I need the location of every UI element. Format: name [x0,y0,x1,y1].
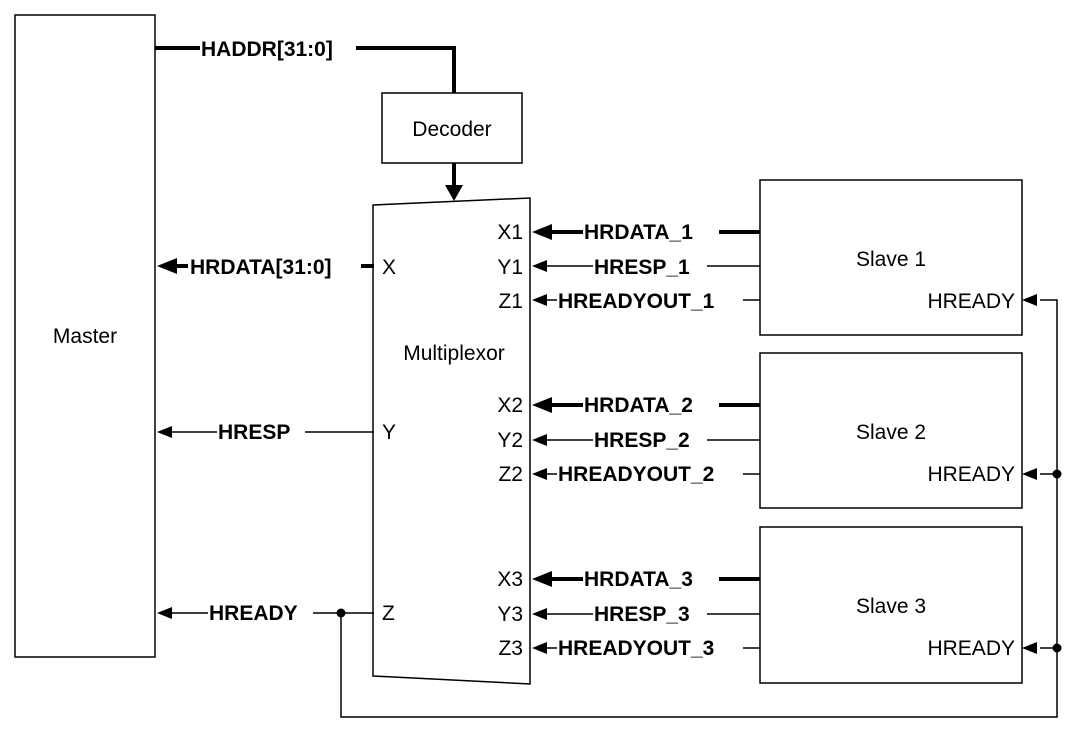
slave3-hreadyout-wire [532,642,760,654]
slave1-hresp-wire [532,260,760,272]
decoder-block [381,92,523,164]
slave2-label: Slave 2 [856,421,926,444]
slave1-hresp-label: HRESP_1 [594,256,690,279]
slave2-hready-port: HREADY [927,463,1015,486]
junction-dot [336,608,346,618]
haddr-label: HADDR[31:0] [201,38,333,61]
mux-port-z1: Z1 [498,290,523,313]
slave2-hresp-wire [532,434,760,446]
slave2-hrdata-wire [532,397,760,413]
slave3-hreadyout-label: HREADYOUT_3 [558,637,714,660]
hready-feedback-loop [336,294,1062,718]
slave3-label: Slave 3 [856,595,926,618]
slave1-hrdata-label: HRDATA_1 [584,221,693,244]
slave1-block [759,179,1023,336]
slave1-hrdata-wire [532,224,760,240]
mux-port-z: Z [382,602,395,625]
mux-port-y: Y [382,421,396,444]
mux-port-x: X [382,256,396,279]
mux-port-z3: Z3 [498,637,523,660]
decoder-select-wire [445,163,463,201]
mux-port-x2: X2 [497,394,523,417]
hresp-label: HRESP [218,421,290,444]
mux-port-y3: Y3 [497,603,523,626]
junction-dot [1052,469,1062,479]
slave1-hreadyout-wire [532,294,760,306]
slave3-block [759,526,1023,684]
slave2-hresp-label: HRESP_2 [594,429,690,452]
mux-port-x3: X3 [497,568,523,591]
slave1-hreadyout-label: HREADYOUT_1 [558,290,715,313]
slave1-label: Slave 1 [856,248,926,271]
slave2-hrdata-label: HRDATA_2 [584,394,693,417]
mux-port-y1: Y1 [497,256,523,279]
slave3-hresp-wire [532,608,760,620]
master-label: Master [53,325,117,348]
mux-port-y2: Y2 [497,429,523,452]
hrdata-label: HRDATA[31:0] [190,256,332,279]
slave2-block [759,352,1023,509]
multiplexor-block [372,197,531,685]
slave3-hrdata-label: HRDATA_3 [584,568,693,591]
master-block [14,14,156,658]
multiplexor-label: Multiplexor [403,342,505,365]
slave2-hreadyout-label: HREADYOUT_2 [558,463,714,486]
decoder-label: Decoder [412,118,491,141]
mux-port-x1: X1 [497,221,523,244]
junction-dot [1052,643,1062,653]
slave1-hready-port: HREADY [927,290,1015,313]
mux-port-z2: Z2 [498,463,523,486]
slave3-hresp-label: HRESP_3 [594,603,690,626]
haddr-wire [155,46,456,93]
hresp-wire [157,426,374,438]
hready-label: HREADY [209,602,298,625]
slave3-hrdata-wire [532,571,760,587]
hrdata-wire [157,258,374,274]
slave2-hreadyout-wire [532,468,760,480]
slave3-hready-port: HREADY [927,637,1015,660]
